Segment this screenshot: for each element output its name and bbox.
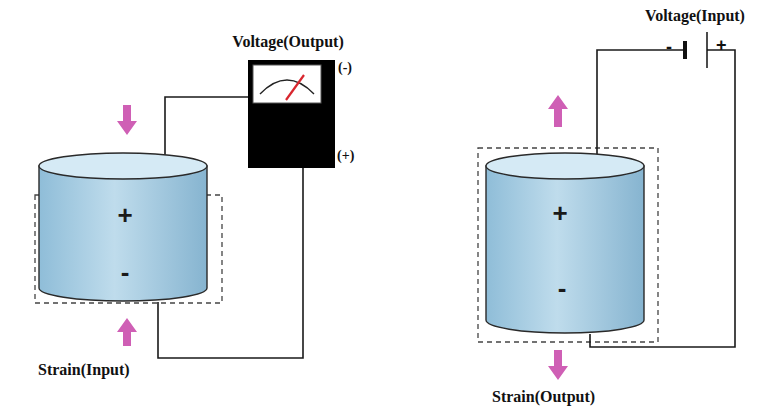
wire-line bbox=[597, 50, 683, 164]
force-arrow bbox=[117, 105, 137, 135]
battery-symbol: Voltage(Input) bbox=[683, 32, 709, 68]
polarity-sign: + bbox=[552, 200, 567, 226]
voltmeter: Voltage(Output) bbox=[248, 60, 335, 168]
battery-symbol-outline bbox=[683, 32, 709, 68]
wire bbox=[597, 50, 683, 164]
cylinder-body bbox=[39, 166, 207, 301]
strain-arrow bbox=[548, 350, 568, 380]
strain-arrow bbox=[548, 95, 568, 127]
wire-line bbox=[165, 97, 248, 164]
dashed-frame bbox=[478, 148, 658, 342]
battery-positive-plate bbox=[706, 32, 708, 68]
battery-polarity: + bbox=[716, 36, 727, 54]
meter-case bbox=[248, 60, 335, 168]
voltmeter-outline bbox=[248, 60, 335, 168]
cylinder-top bbox=[39, 153, 207, 179]
strain-label: Strain(Input) bbox=[38, 361, 130, 379]
battery-heading: Voltage(Input) bbox=[645, 7, 745, 25]
polarity-sign: + bbox=[117, 202, 132, 228]
meter-scale bbox=[260, 80, 314, 94]
meter-needle bbox=[286, 75, 304, 100]
meter-heading: Voltage(Output) bbox=[232, 33, 343, 51]
piezo-cylinder: +- bbox=[38, 152, 208, 302]
force-arrow bbox=[117, 318, 137, 346]
wire bbox=[165, 97, 248, 164]
terminal-label: (-) bbox=[338, 60, 352, 75]
piezo-cylinder-outline bbox=[485, 152, 645, 334]
piezo-cylinder: +- bbox=[485, 152, 645, 334]
terminal-label: (+) bbox=[337, 148, 354, 163]
battery-negative-plate bbox=[683, 41, 687, 59]
battery-polarity: - bbox=[666, 38, 672, 56]
polarity-sign: - bbox=[558, 275, 567, 301]
cylinder-body bbox=[486, 166, 644, 333]
meter-window bbox=[253, 65, 321, 103]
strain-label: Strain(Output) bbox=[492, 388, 595, 406]
cylinder-top bbox=[486, 153, 644, 179]
polarity-sign: - bbox=[121, 259, 130, 285]
